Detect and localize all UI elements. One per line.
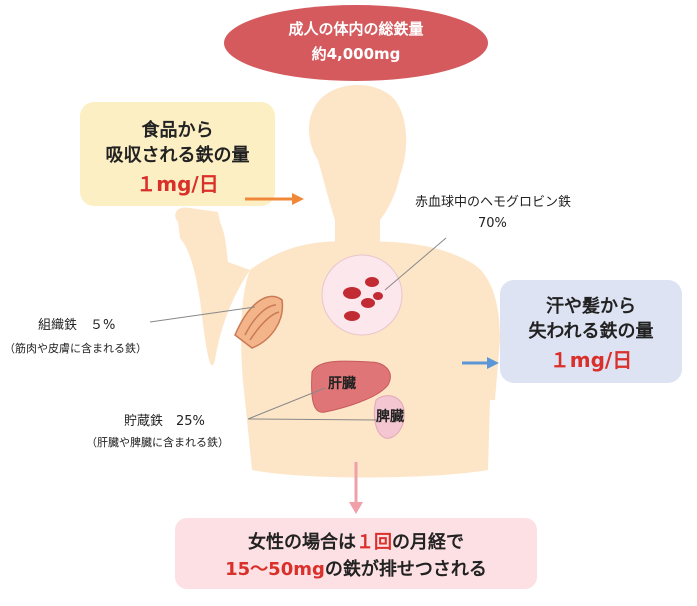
hemoglobin-label: 赤血球中のヘモグロビン鉄 [415,195,572,210]
menstruation-box [175,518,537,589]
blood-circle [321,254,403,336]
loss-amount: １mg/日 [549,348,633,372]
menstruation-text-b: の月経で [392,532,464,553]
leader-lines [149,237,447,421]
liver-shape [311,360,391,413]
storage-iron-note: （肝臓や脾臓に含まれる鉄） [86,436,229,449]
intake-line2: 吸収される鉄の量 [105,145,250,166]
total-iron-title: 成人の体内の総鉄量 [288,20,424,38]
spleen-label: 脾臓 [376,409,404,425]
loss-line1: 汗や髪から [546,296,636,317]
menstruation-amount: 15〜50mg [225,559,325,580]
intake-box [80,102,275,206]
excretion-arrow [349,462,363,514]
hemoglobin-percent: 70% [478,216,507,231]
menstruation-count: １回 [356,532,392,553]
total-iron-oval [224,5,488,81]
muscle-illustration [234,295,284,349]
tissue-iron-note: （筋肉や皮膚に含まれる鉄） [4,342,147,355]
loss-line2: 失われる鉄の量 [528,321,654,342]
menstruation-text-a: 女性の場合は [248,532,356,553]
liver-label: 肝臓 [328,376,356,392]
menstruation-line1: 女性の場合は１回の月経で [175,528,537,554]
total-iron-amount: 約4,000mg [311,45,401,63]
menstruation-line2: 15〜50mgの鉄が排せつされる [175,555,537,581]
menstruation-text-c: の鉄が排せつされる [324,559,487,580]
spleen-shape [373,395,405,439]
intake-arrow [245,193,304,205]
intake-amount: １mg/日 [136,172,219,196]
red-blood-cells [343,277,383,321]
intake-line1: 食品から [141,120,214,141]
loss-arrow [462,357,499,369]
tissue-iron-label: 組織鉄 ５% [38,318,116,333]
loss-box [500,280,682,383]
storage-iron-label: 貯蔵鉄 25% [124,414,205,429]
